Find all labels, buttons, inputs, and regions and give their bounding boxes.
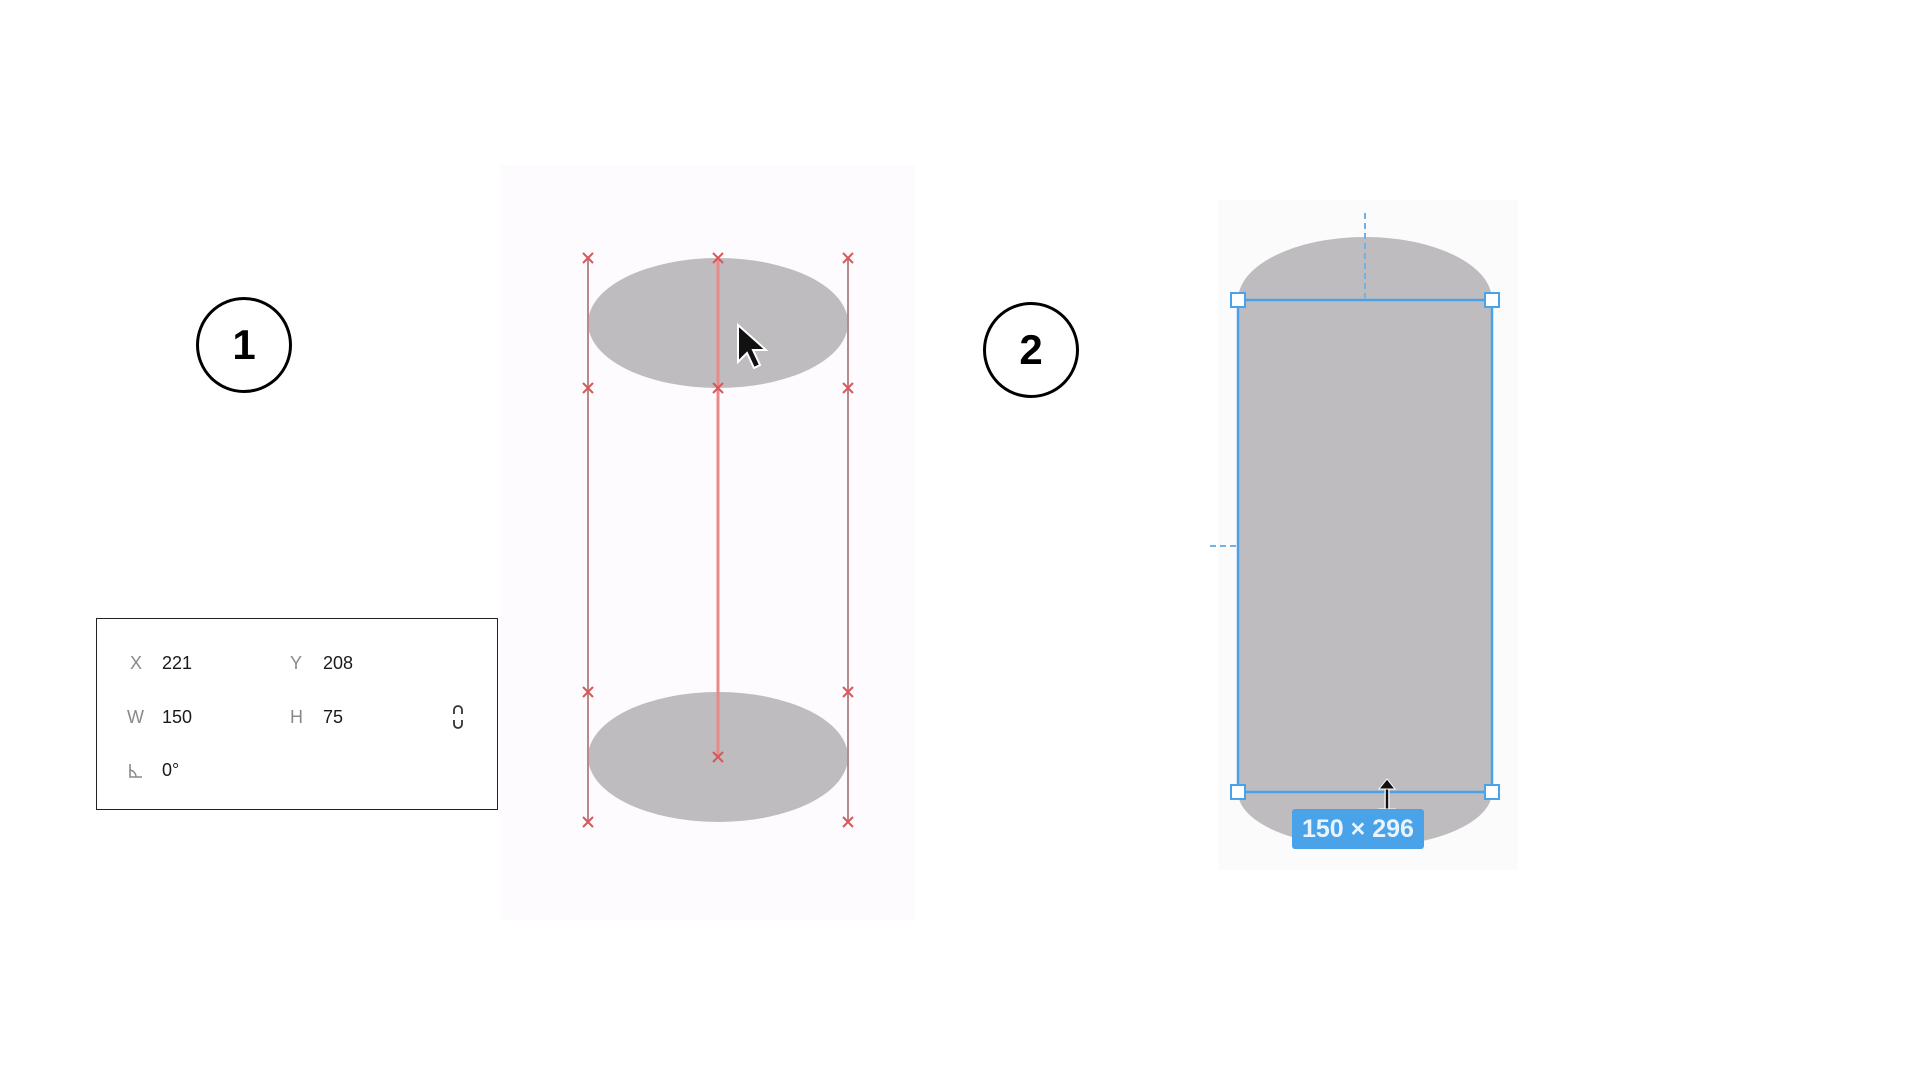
step-1-badge: 1	[196, 297, 292, 393]
rotation-row: 0°	[0, 755, 1920, 785]
properties-panel	[96, 618, 498, 810]
x-field[interactable]: 221	[162, 653, 193, 673]
position-row: X 221 Y 208	[0, 648, 1920, 678]
link-proportions-icon[interactable]	[450, 704, 466, 730]
h-field[interactable]: 75	[323, 707, 344, 727]
alignment-guides	[587, 258, 849, 822]
y-label: Y	[290, 653, 303, 673]
selected-rectangle[interactable]	[1238, 300, 1492, 792]
size-row: W 150 H 75	[0, 702, 1920, 732]
snap-markers	[582, 252, 854, 828]
selection-outline	[1236, 298, 1494, 794]
step-2-badge: 2	[983, 302, 1079, 398]
angle-icon	[129, 764, 142, 778]
h-label: H	[290, 707, 303, 727]
w-field[interactable]: 150	[162, 707, 193, 727]
selection-handles[interactable]	[1230, 292, 1500, 800]
w-label: W	[127, 707, 144, 727]
rotation-field[interactable]: 0°	[162, 760, 180, 780]
size-tooltip: 150 × 296	[1292, 809, 1424, 849]
y-field[interactable]: 208	[323, 653, 354, 673]
arrow-cursor-icon	[737, 322, 769, 370]
x-label: X	[130, 653, 143, 673]
